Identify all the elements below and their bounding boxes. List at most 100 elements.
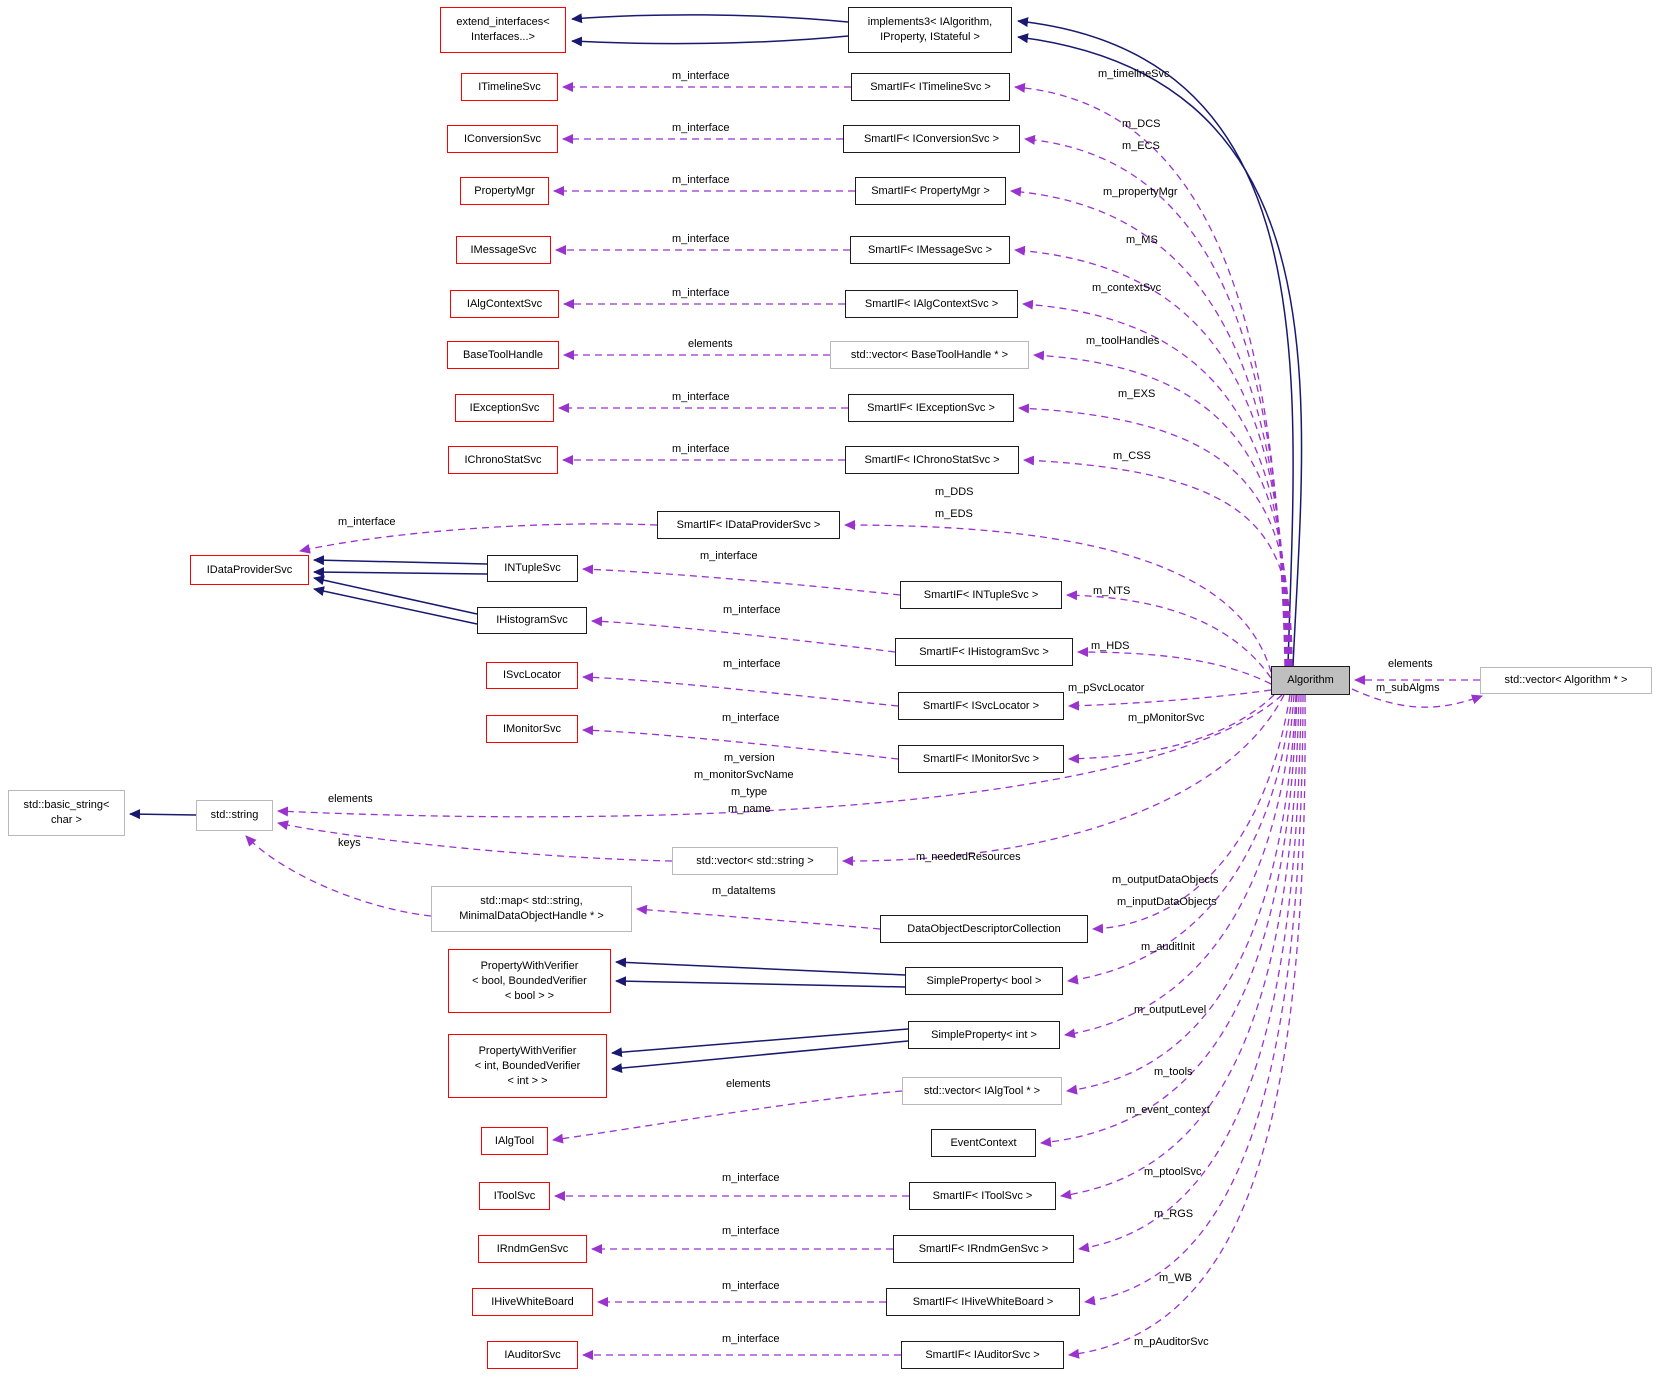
edge-mwb xyxy=(1084,694,1304,1306)
edge-algorithm-implements3-2 xyxy=(1017,33,1303,667)
node-imonitorsvc[interactable]: IMonitorSvc xyxy=(486,715,578,743)
node-implements3[interactable]: implements3< IAlgorithm, IProperty, ISta… xyxy=(848,7,1012,53)
node-ichronostatsvc[interactable]: IChronoStatSvc xyxy=(448,446,558,474)
edge-label-m-dataitems: m_dataItems xyxy=(712,885,776,897)
edge-label-m-rgs: m_RGS xyxy=(1154,1208,1194,1220)
node-vec_string: std::vector< std::string > xyxy=(672,847,838,875)
node-pwv_int[interactable]: PropertyWithVerifier < int, BoundedVerif… xyxy=(448,1034,607,1098)
edge-label-m-pmonitorsvc: m_pMonitorSvc xyxy=(1128,712,1205,724)
edge-mdataitems-dodc-map xyxy=(636,904,881,930)
edge-spint-pwvint-2 xyxy=(611,1040,909,1074)
edge-mms xyxy=(1014,245,1289,667)
edge-label-m-neededresources: m_neededResources xyxy=(916,851,1021,863)
node-isvclocator[interactable]: ISvcLocator xyxy=(486,662,578,689)
node-ialgcontextsvc[interactable]: IAlgContextSvc xyxy=(450,290,559,318)
edge-label-m-event-context: m_event_context xyxy=(1126,1104,1210,1116)
node-basic_string: std::basic_string< char > xyxy=(8,790,125,836)
node-sif_propertymgr[interactable]: SmartIF< PropertyMgr > xyxy=(855,177,1006,205)
edge-mtoolhandles xyxy=(1033,350,1291,667)
edge-label-elements-ialgtool: elements xyxy=(726,1078,771,1090)
node-propertymgr[interactable]: PropertyMgr xyxy=(460,177,549,205)
node-sif_svclocator[interactable]: SmartIF< ISvcLocator > xyxy=(898,692,1064,720)
edge-mtimelinesvc xyxy=(1014,82,1286,667)
edge-label-m-interface-monitor: m_interface xyxy=(722,712,780,724)
node-basetoolhandle[interactable]: BaseToolHandle xyxy=(447,341,559,369)
edge-keys-map-string xyxy=(245,835,432,917)
edge-label-m-type: m_type xyxy=(731,786,768,798)
node-sif_ntuple[interactable]: SmartIF< INTupleSvc > xyxy=(900,581,1062,609)
edge-label-m-wb: m_WB xyxy=(1159,1272,1192,1284)
edge-label-m-exs: m_EXS xyxy=(1118,388,1156,400)
node-sif_algcontext[interactable]: SmartIF< IAlgContextSvc > xyxy=(845,290,1018,318)
edge-label-m-ptoolsvc: m_ptoolSvc xyxy=(1144,1166,1202,1178)
edge-mrgs xyxy=(1078,694,1302,1253)
node-idataprovidersvc[interactable]: IDataProviderSvc xyxy=(190,555,309,585)
edge-mneededresources xyxy=(842,694,1285,867)
edge-mhds xyxy=(1077,647,1272,685)
edge-label-elements-string: elements xyxy=(328,793,373,805)
edge-label-keys: keys xyxy=(338,837,361,849)
node-pwv_bool[interactable]: PropertyWithVerifier < bool, BoundedVeri… xyxy=(448,949,611,1013)
node-eventcontext[interactable]: EventContext xyxy=(931,1129,1036,1157)
edge-ihistogram-idataprovider-1 xyxy=(313,575,478,615)
edge-label-m-pauditorsvc: m_pAuditorSvc xyxy=(1134,1336,1209,1348)
edge-label-m-subalgms: m_subAlgms xyxy=(1376,682,1440,694)
edge-spbool-pwvbool-1 xyxy=(615,957,906,976)
node-extend_interfaces[interactable]: extend_interfaces< Interfaces...> xyxy=(440,7,566,53)
node-sif_timeline[interactable]: SmartIF< ITimelineSvc > xyxy=(851,73,1010,101)
node-sif_dataprovider[interactable]: SmartIF< IDataProviderSvc > xyxy=(657,511,840,539)
node-dodc[interactable]: DataObjectDescriptorCollection xyxy=(880,915,1088,943)
node-sif_chronostat[interactable]: SmartIF< IChronoStatSvc > xyxy=(845,446,1019,474)
node-sif_rndmgen[interactable]: SmartIF< IRndmGenSvc > xyxy=(893,1235,1074,1263)
edge-label-m-auditinit: m_auditInit xyxy=(1141,941,1195,953)
edge-label-m-css: m_CSS xyxy=(1113,450,1151,462)
node-sif_auditor[interactable]: SmartIF< IAuditorSvc > xyxy=(901,1341,1064,1369)
node-sif_monitor[interactable]: SmartIF< IMonitorSvc > xyxy=(898,745,1064,773)
edge-ihistogram-idataprovider-2 xyxy=(313,586,478,625)
node-sif_hivewb[interactable]: SmartIF< IHiveWhiteBoard > xyxy=(886,1288,1080,1316)
node-intuplesvc[interactable]: INTupleSvc xyxy=(487,555,578,582)
node-sp_int[interactable]: SimpleProperty< int > xyxy=(908,1021,1060,1049)
node-sif_message[interactable]: SmartIF< IMessageSvc > xyxy=(850,236,1010,264)
node-itoolsvc[interactable]: IToolSvc xyxy=(479,1182,550,1210)
node-ihivewhiteboard[interactable]: IHiveWhiteBoard xyxy=(472,1288,593,1316)
edge-minterface-ntuple xyxy=(582,564,901,596)
edge-mdds-meds xyxy=(844,520,1272,673)
node-sif_conversion[interactable]: SmartIF< IConversionSvc > xyxy=(843,125,1020,153)
edge-spint-pwvint-1 xyxy=(611,1028,909,1058)
edge-label-m-interface-ntuple: m_interface xyxy=(700,550,758,562)
node-irndmgensvc[interactable]: IRndmGenSvc xyxy=(478,1235,587,1263)
node-sif_toolsvc[interactable]: SmartIF< IToolSvc > xyxy=(909,1182,1056,1210)
edge-label-m-outputlevel: m_outputLevel xyxy=(1134,1004,1207,1016)
edge-intuplesvc-idataprovider-2 xyxy=(313,567,488,578)
node-sif_histogram[interactable]: SmartIF< IHistogramSvc > xyxy=(895,638,1073,666)
edge-elements-vecialgtool-ialgtool xyxy=(552,1090,903,1144)
edge-minterface-histogram xyxy=(591,616,896,653)
node-iexceptionsvc[interactable]: IExceptionSvc xyxy=(455,394,554,422)
node-sif_exception[interactable]: SmartIF< IExceptionSvc > xyxy=(848,394,1014,422)
edge-minterface-monitor xyxy=(582,725,899,760)
edge-mpauditorsvc xyxy=(1068,694,1306,1359)
node-ialgtool[interactable]: IAlgTool xyxy=(481,1127,548,1155)
node-ihistogramsvc[interactable]: IHistogramSvc xyxy=(477,607,587,634)
edge-intuplesvc-idataprovider-1 xyxy=(313,555,488,566)
edge-label-m-inputdataobjects: m_inputDataObjects xyxy=(1117,896,1217,908)
edge-label-m-ecs: m_ECS xyxy=(1122,140,1160,152)
node-sp_bool[interactable]: SimpleProperty< bool > xyxy=(905,967,1063,995)
node-vec_basetoolhandle: std::vector< BaseToolHandle * > xyxy=(830,341,1029,369)
node-iauditorsvc[interactable]: IAuditorSvc xyxy=(487,1341,578,1369)
edge-label-m-nts: m_NTS xyxy=(1093,585,1131,597)
edge-label-m-contextsvc: m_contextSvc xyxy=(1092,282,1162,294)
edge-mcss xyxy=(1023,455,1293,667)
edge-label-m-interface-hivewb: m_interface xyxy=(722,1280,780,1292)
edge-implements3-extend-1 xyxy=(571,13,849,24)
node-itimelinesvc[interactable]: ITimelineSvc xyxy=(461,73,558,101)
node-std_string: std::string xyxy=(196,800,273,831)
node-vec_ialgtool: std::vector< IAlgTool * > xyxy=(902,1077,1062,1105)
edge-label-m-interface-toolsvc: m_interface xyxy=(722,1172,780,1184)
node-iconversionsvc[interactable]: IConversionSvc xyxy=(447,125,558,153)
edge-string-basicstring xyxy=(129,809,197,820)
node-imessagesvc[interactable]: IMessageSvc xyxy=(456,236,551,264)
edge-label-m-hds: m_HDS xyxy=(1091,640,1130,652)
edge-msubalgms xyxy=(1351,688,1483,708)
